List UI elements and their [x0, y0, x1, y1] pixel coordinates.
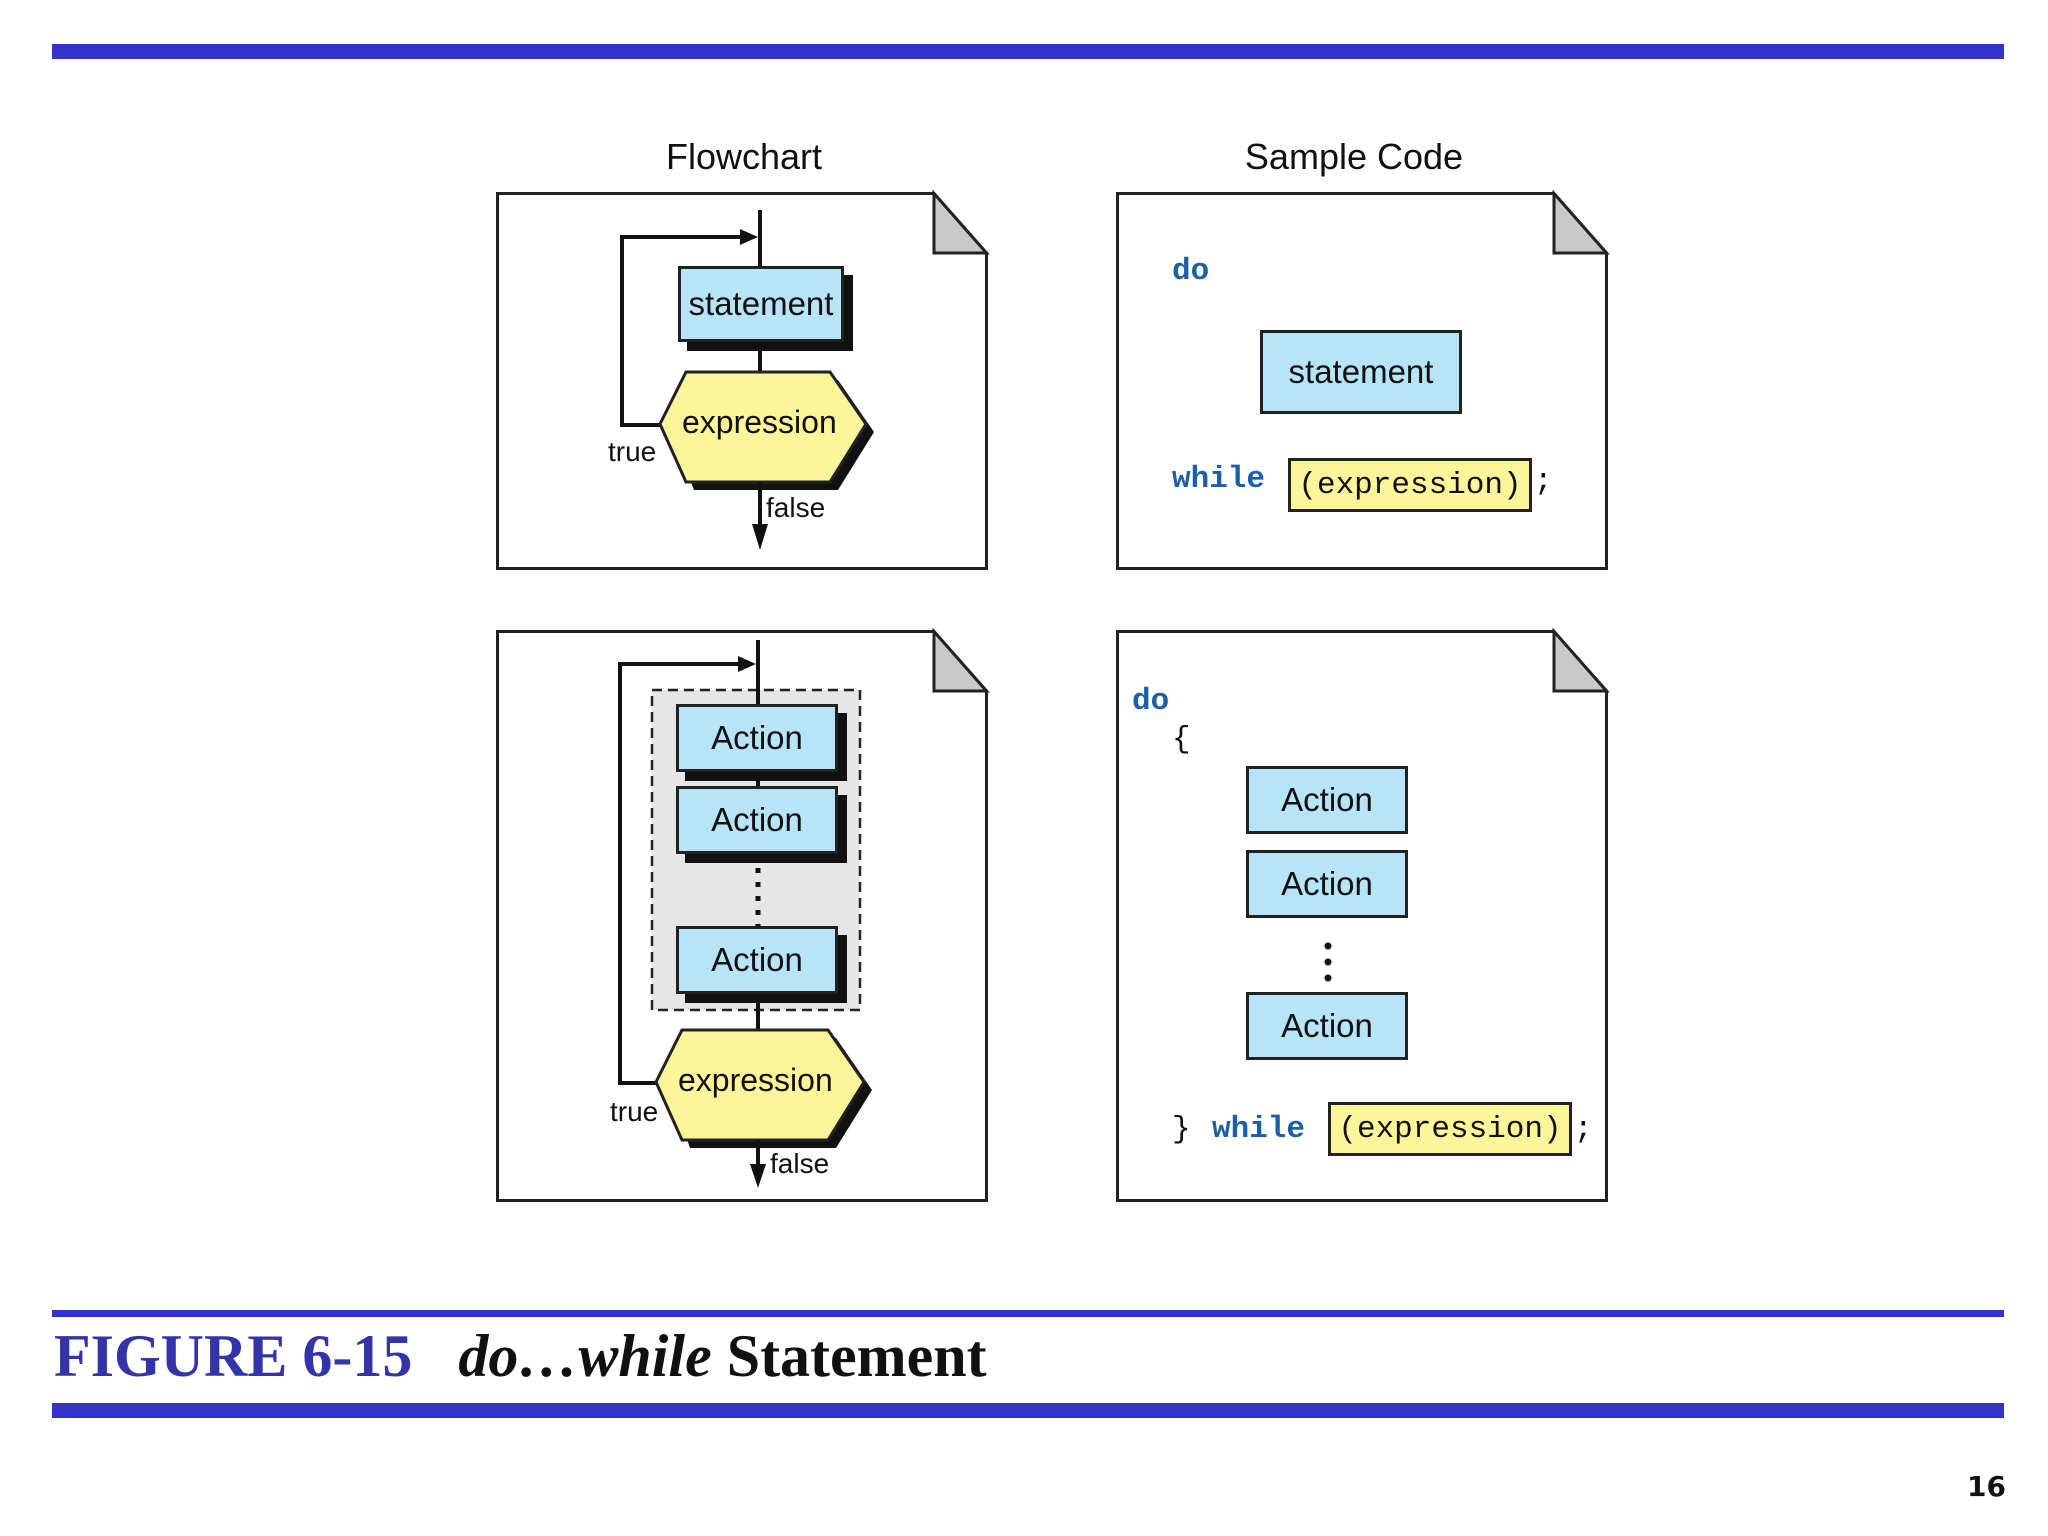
ellipsis-dot [1324, 958, 1332, 966]
open-brace: { [1172, 722, 1191, 757]
sample-code-heading: Sample Code [1244, 136, 1464, 177]
flowchart-block-panel: Action Action Action expression true fal… [496, 627, 990, 1202]
action-box-1: Action [676, 704, 838, 772]
expression-label: expression [678, 1062, 833, 1098]
panel-frame [496, 189, 990, 570]
false-label: false [766, 492, 826, 523]
code-single-panel: do statement while (expression) ; [1116, 189, 1610, 570]
action-box-3: Action [676, 926, 838, 994]
figure-title-rest: Statement [726, 1323, 987, 1389]
figure-number: FIGURE 6-15 [54, 1323, 413, 1389]
statement-box: statement [1260, 330, 1462, 414]
statement-box: statement [678, 266, 844, 342]
caption-rule-bottom [52, 1403, 2004, 1418]
true-label: true [610, 1096, 659, 1127]
do-keyword: do [1132, 684, 1170, 719]
false-label: false [770, 1148, 830, 1179]
action-box-1: Action [1246, 766, 1408, 834]
ellipsis-dot [1324, 942, 1332, 950]
expression-box: (expression) [1288, 458, 1532, 512]
figure-caption: FIGURE 6-15 do…while Statement [54, 1322, 987, 1391]
while-keyword: while [1172, 462, 1266, 497]
caption-rule-top [52, 1310, 2004, 1317]
ellipsis-dot [1324, 974, 1332, 982]
page-number: 16 [1967, 1470, 2006, 1503]
code-block-panel: do { Action Action Action } while (expre… [1116, 627, 1610, 1202]
action-box-2: Action [676, 786, 838, 854]
figure-title-italic: do…while [458, 1323, 712, 1389]
flowchart-heading: Flowchart [665, 136, 823, 177]
flowchart-single-panel: statement expression true false [496, 189, 990, 570]
semicolon: ; [1534, 464, 1553, 499]
while-keyword: while [1212, 1112, 1306, 1147]
expression-label: expression [682, 404, 837, 440]
do-keyword: do [1172, 254, 1210, 289]
top-rule [52, 44, 2004, 59]
expression-box: (expression) [1328, 1102, 1572, 1156]
action-box-2: Action [1246, 850, 1408, 918]
action-box-3: Action [1246, 992, 1408, 1060]
close-brace: } [1172, 1112, 1191, 1147]
true-label: true [608, 436, 657, 467]
semicolon: ; [1574, 1112, 1593, 1147]
